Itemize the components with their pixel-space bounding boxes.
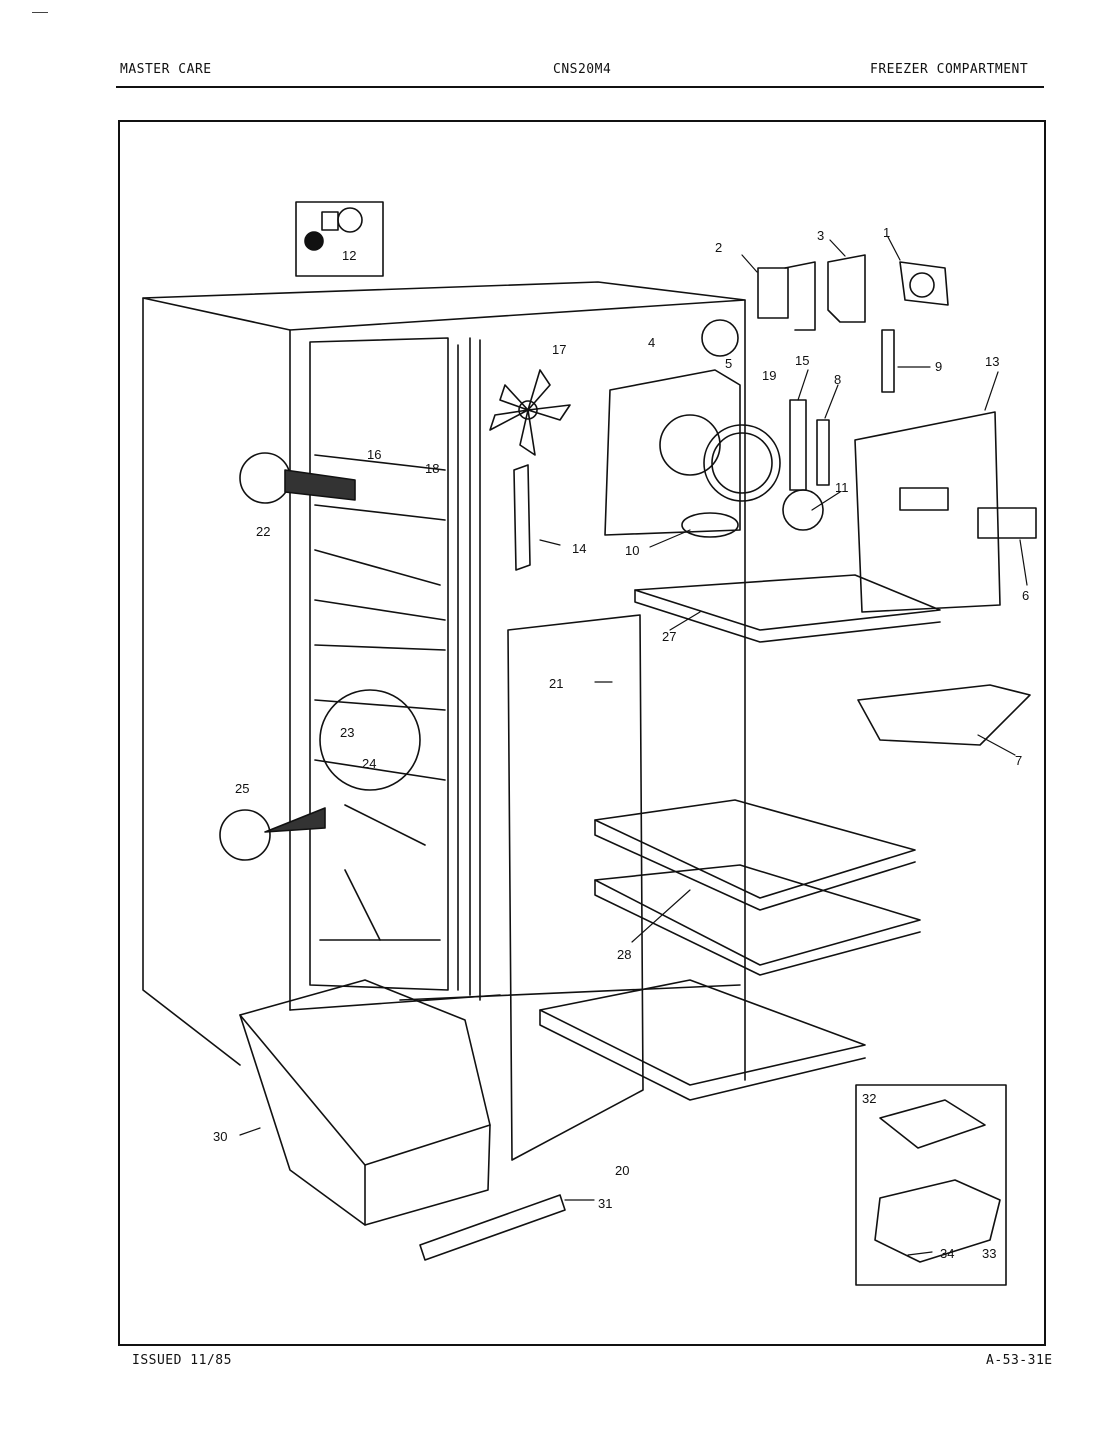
rear-panel bbox=[854, 411, 1037, 613]
part-label: 9 bbox=[935, 359, 942, 374]
drawing-code: A-53-31E bbox=[986, 1353, 1053, 1368]
cabinet-body bbox=[142, 281, 746, 1081]
section-title: FREEZER COMPARTMENT bbox=[870, 62, 1029, 77]
part-label: 18 bbox=[425, 461, 439, 476]
part-label: 15 bbox=[795, 353, 809, 368]
part-label: 13 bbox=[985, 354, 999, 369]
part-label: 22 bbox=[256, 524, 270, 539]
scan-mark bbox=[32, 12, 48, 13]
part-label: 10 bbox=[625, 543, 639, 558]
storage-bin bbox=[239, 979, 566, 1261]
evaporator-cover bbox=[604, 319, 824, 538]
leader-lines bbox=[239, 236, 1028, 1256]
part-label: 24 bbox=[362, 756, 376, 771]
part-label: 23 bbox=[340, 725, 354, 740]
parts-32-34-inset bbox=[855, 1084, 1007, 1286]
part-label: 3 bbox=[817, 228, 824, 243]
part-label: 32 bbox=[862, 1091, 876, 1106]
part-label: 21 bbox=[549, 676, 563, 691]
upper-brackets bbox=[757, 254, 949, 393]
part-label: 31 bbox=[598, 1196, 612, 1211]
part-label: 17 bbox=[552, 342, 566, 357]
diagram-frame bbox=[118, 120, 1046, 1346]
part-label: 12 bbox=[342, 248, 356, 263]
part-label: 2 bbox=[715, 240, 722, 255]
part-label: 25 bbox=[235, 781, 249, 796]
part-label: 20 bbox=[615, 1163, 629, 1178]
part-label: 4 bbox=[648, 335, 655, 350]
small-brackets bbox=[513, 399, 830, 571]
part-12-inset bbox=[295, 201, 384, 277]
part-label: 11 bbox=[835, 480, 849, 495]
callout-circles bbox=[219, 452, 421, 861]
part-label: 16 bbox=[367, 447, 381, 462]
part-label: 19 bbox=[762, 368, 776, 383]
part-label: 6 bbox=[1022, 588, 1029, 603]
issued-date: ISSUED 11/85 bbox=[132, 1353, 232, 1368]
part-label: 34 bbox=[940, 1246, 954, 1261]
liner-plate bbox=[507, 614, 644, 1161]
header-rule bbox=[116, 86, 1044, 88]
tray bbox=[857, 684, 1031, 746]
part-label: 30 bbox=[213, 1129, 227, 1144]
part-label: 33 bbox=[982, 1246, 996, 1261]
shelves bbox=[539, 574, 941, 1101]
part-label: 8 bbox=[834, 372, 841, 387]
part-number-labels: 1 2 3 4 5 6 7 8 9 10 11 12 13 14 15 16 1… bbox=[213, 225, 1029, 1261]
part-label: 14 bbox=[572, 541, 586, 556]
fan-blade bbox=[489, 369, 571, 456]
part-label: 28 bbox=[617, 947, 631, 962]
model-number: CNS20M4 bbox=[553, 62, 612, 77]
part-label: 7 bbox=[1015, 753, 1022, 768]
part-label: 5 bbox=[725, 356, 732, 371]
part-label: 1 bbox=[883, 225, 890, 240]
part-label: 27 bbox=[662, 629, 676, 644]
brand-label: MASTER CARE bbox=[120, 62, 212, 77]
